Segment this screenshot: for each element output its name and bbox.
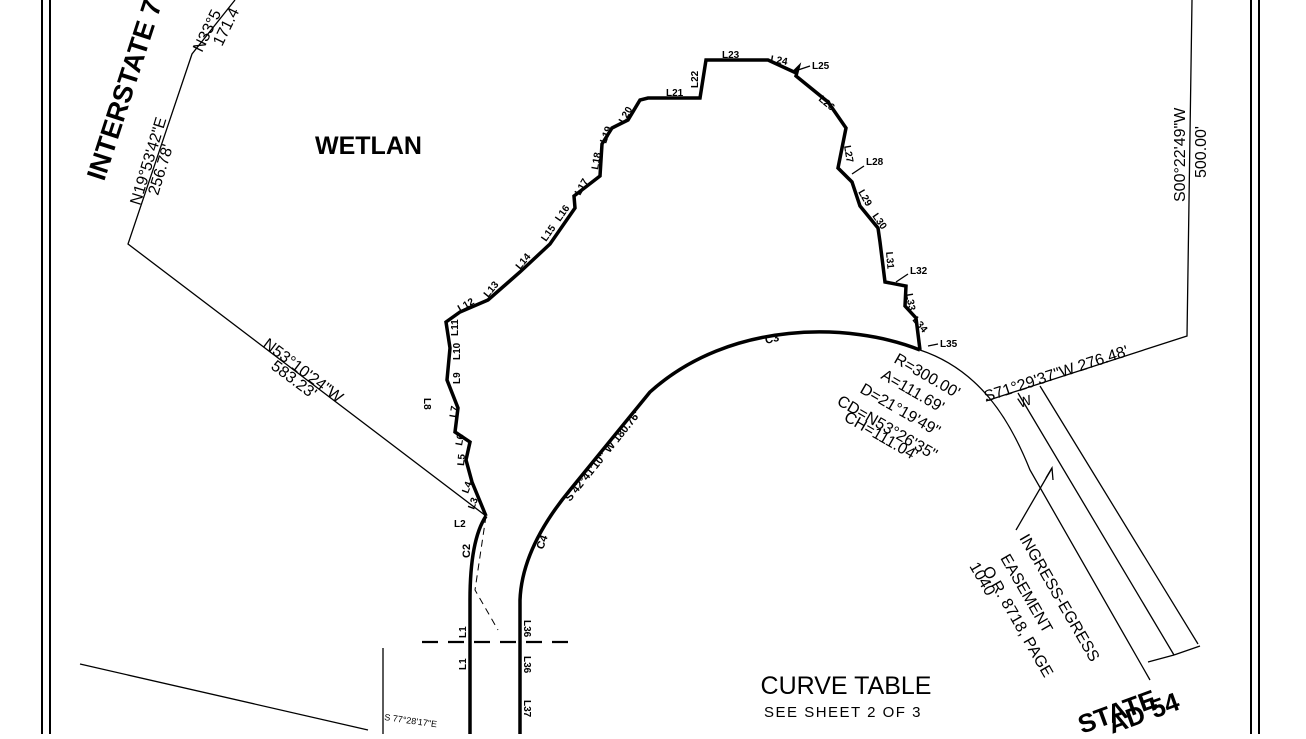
segment-label: L18 — [590, 151, 604, 170]
segment-label: L13 — [482, 279, 502, 300]
segment-label: L1 — [458, 658, 469, 670]
segment-label: L36 — [521, 620, 532, 638]
segment-label: L21 — [666, 88, 684, 99]
segment-label: L2 — [454, 519, 466, 530]
segment-label: L9 — [452, 372, 463, 384]
s71-bearing-call: S71°29'37"W 276.48' — [982, 343, 1131, 406]
segment-label: L6 — [454, 433, 467, 447]
curve-label: C3 — [764, 332, 781, 347]
s00-distance-call: 500.00' — [1193, 126, 1210, 178]
segment-label: L22 — [690, 70, 701, 88]
segment-label: L37 — [521, 700, 532, 718]
parcel-boundary — [79, 0, 1193, 734]
segment-label: L16 — [553, 203, 572, 224]
segment-label: L5 — [456, 453, 468, 466]
curve-labels: C2 C3 C4 — [461, 332, 780, 558]
segment-label: L30 — [870, 211, 889, 232]
segment-label: L33 — [903, 293, 917, 312]
segment-label: L34 — [910, 315, 930, 336]
easement-strip — [1015, 385, 1201, 663]
segment-label: L3 — [466, 496, 480, 511]
sheet-border — [41, 0, 1260, 734]
segment-label: L31 — [883, 251, 895, 270]
segment-label: L28 — [866, 157, 884, 168]
curve-c3-data: R=300.00' A=111.69' D=21°19'49" CD=N53°2… — [834, 351, 963, 465]
s00-bearing-call: S00°22'49"W — [1172, 107, 1189, 202]
curve-label: C4 — [535, 533, 551, 551]
segment-label: L15 — [539, 223, 558, 244]
segment-label: L10 — [452, 342, 463, 360]
s77-call: S 77°28'17"E — [384, 712, 438, 729]
segment-label: L1 — [458, 626, 469, 638]
road-right-edge — [518, 330, 921, 734]
dashed-connector — [474, 515, 499, 631]
wetland-boundary-line — [444, 58, 922, 517]
curve-label: C2 — [461, 544, 473, 558]
segment-label: L7 — [448, 405, 461, 419]
segment-label: L25 — [812, 61, 830, 72]
segment-label: L35 — [940, 339, 958, 350]
label-leaders — [797, 65, 939, 347]
curve-table-subtitle: SEE SHEET 2 OF 3 — [764, 704, 922, 721]
segment-label: L4 — [460, 480, 474, 495]
road-right-of-way-arc — [919, 349, 1151, 681]
curve-table-title: CURVE TABLE — [761, 672, 932, 700]
s71-w-label: W — [1016, 391, 1034, 411]
segment-label: L14 — [514, 251, 534, 272]
segment-label: L24 — [769, 54, 788, 68]
road-left-edge — [468, 515, 488, 734]
segment-label: L12 — [456, 296, 477, 314]
s42-call: S 42°41'10" W 180.76' — [563, 409, 643, 504]
segment-label: L32 — [910, 266, 928, 277]
easement-note: INGRESS-EGRESS EASEMENT O.R. 8718, PAGE … — [966, 532, 1103, 681]
segment-labels: L1 L1 L2 L3 L4 L5 L6 L7 L8 L9 L10 L11 L1… — [421, 50, 958, 718]
segment-label: L8 — [421, 398, 432, 410]
segment-label: L17 — [573, 177, 591, 198]
segment-label: L11 — [450, 319, 461, 336]
segment-label: L23 — [722, 50, 740, 61]
wetland-label: WETLAN — [315, 132, 422, 160]
segment-label: L27 — [841, 145, 855, 164]
segment-label: L36 — [521, 656, 532, 674]
